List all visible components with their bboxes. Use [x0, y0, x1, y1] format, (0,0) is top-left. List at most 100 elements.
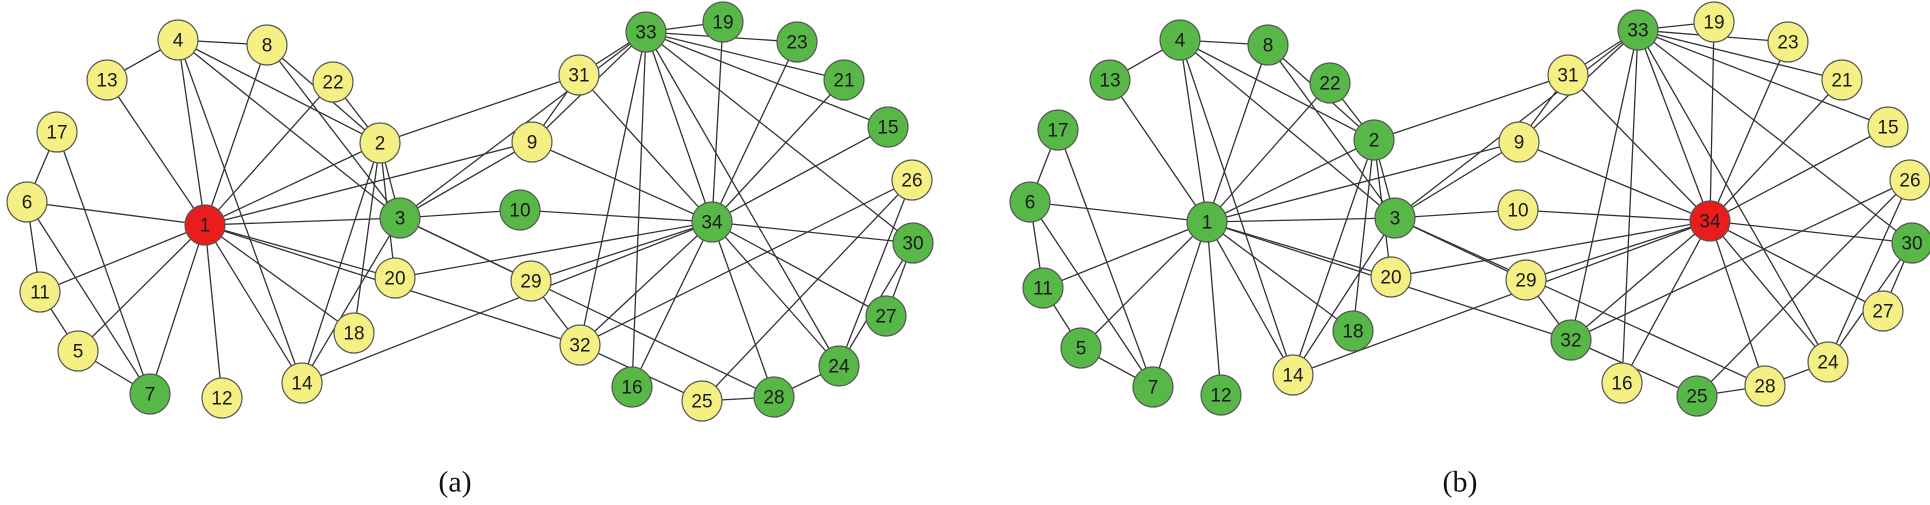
node-9-label: 9 [1514, 133, 1525, 154]
edge-2-18 [1352, 139, 1375, 332]
edge-1-7 [149, 224, 206, 395]
node-6: 6 [6, 181, 48, 223]
edge-29-34 [1525, 220, 1711, 281]
edge-21-34 [711, 79, 845, 223]
node-15: 15 [867, 106, 909, 148]
node-22-label: 22 [1319, 74, 1340, 95]
edge-10-34 [519, 209, 713, 223]
node-10-label: 10 [1507, 201, 1528, 222]
node-23-circle [1767, 21, 1809, 63]
edge-25-26 [701, 179, 913, 402]
node-11-circle [19, 271, 61, 313]
node-15-label: 15 [877, 118, 898, 139]
node-28-label: 28 [1754, 377, 1775, 398]
node-25-label: 25 [691, 392, 712, 413]
edge-15-34 [711, 126, 889, 223]
node-4-circle [157, 19, 199, 61]
node-1: 1 [1186, 201, 1228, 243]
node-23-label: 23 [1777, 33, 1798, 54]
edge-16-33 [631, 31, 647, 388]
node-18-circle [1332, 310, 1374, 352]
edge-3-9 [399, 141, 533, 219]
node-18-label: 18 [1342, 322, 1363, 343]
node-25: 25 [681, 380, 723, 422]
edge-2-31 [1373, 74, 1569, 141]
node-28-circle [753, 376, 795, 418]
node-7-circle [1132, 366, 1174, 408]
edge-1-12 [204, 224, 223, 399]
edge-4-14 [177, 39, 303, 384]
node-31: 31 [558, 54, 600, 96]
node-12-circle [1200, 374, 1242, 416]
node-15-circle [1867, 106, 1909, 148]
edge-7-17 [56, 131, 151, 395]
node-32-circle [1550, 319, 1592, 361]
node-25: 25 [1676, 375, 1718, 417]
edge-6-7 [26, 201, 151, 395]
edge-1-13 [1109, 79, 1208, 223]
node-31: 31 [1547, 54, 1589, 96]
node-21-label: 21 [833, 71, 854, 92]
node-14: 14 [1272, 354, 1314, 396]
node-3-circle [379, 197, 421, 239]
node-2-circle [1353, 119, 1395, 161]
node-6-circle [1009, 181, 1051, 223]
panel-a-edges [26, 21, 914, 402]
node-2-label: 2 [375, 134, 386, 155]
edge-30-34 [711, 221, 914, 244]
node-26-circle [891, 159, 933, 201]
node-13-circle [86, 59, 128, 101]
edge-1-9 [1206, 141, 1520, 223]
edge-1-6 [26, 201, 206, 226]
node-32: 32 [1550, 319, 1592, 361]
node-16-circle [1601, 362, 1643, 404]
node-32-label: 32 [569, 336, 590, 357]
node-27-circle [1862, 290, 1904, 332]
node-1-circle [184, 204, 226, 246]
edge-3-4 [177, 39, 401, 219]
node-5: 5 [1060, 327, 1102, 369]
edge-2-4 [1179, 39, 1375, 141]
node-22-circle [312, 61, 354, 103]
node-8-label: 8 [262, 36, 273, 57]
node-30-circle [892, 222, 934, 264]
node-16: 16 [611, 366, 653, 408]
node-32: 32 [559, 324, 601, 366]
edge-32-33 [579, 31, 647, 346]
node-18-circle [333, 312, 375, 354]
node-1-label: 1 [200, 216, 211, 237]
node-18: 18 [333, 312, 375, 354]
node-33-circle [1617, 9, 1659, 51]
edge-2-31 [379, 74, 580, 144]
node-14-circle [1272, 354, 1314, 396]
node-3: 3 [379, 197, 421, 239]
node-22: 22 [312, 61, 354, 103]
edge-3-4 [1179, 39, 1396, 219]
edge-1-4 [177, 39, 206, 226]
node-22-label: 22 [322, 73, 343, 94]
node-12: 12 [1200, 374, 1242, 416]
node-5-label: 5 [1076, 339, 1087, 360]
edge-1-20 [204, 224, 396, 279]
node-17-circle [36, 111, 78, 153]
node-8: 8 [246, 24, 288, 66]
edge-31-34 [578, 74, 713, 223]
node-23-circle [776, 21, 818, 63]
node-18-label: 18 [343, 324, 364, 345]
node-17: 17 [1037, 109, 1079, 151]
edge-30-34 [1709, 220, 1913, 244]
node-26: 26 [891, 159, 933, 201]
node-17-circle [1037, 109, 1079, 151]
node-9-label: 9 [527, 133, 538, 154]
node-4-label: 4 [1175, 31, 1186, 52]
edge-14-34 [1292, 220, 1711, 376]
edge-20-34 [1390, 220, 1711, 278]
node-19: 19 [1693, 1, 1735, 43]
panel-b-nodes: 1234567891011121314151617181920212223242… [1009, 1, 1930, 417]
node-17-label: 17 [1047, 121, 1068, 142]
node-1: 1 [184, 204, 226, 246]
node-18: 18 [1332, 310, 1374, 352]
node-28: 28 [753, 376, 795, 418]
edge-1-4 [1179, 39, 1208, 223]
node-27: 27 [865, 295, 907, 337]
